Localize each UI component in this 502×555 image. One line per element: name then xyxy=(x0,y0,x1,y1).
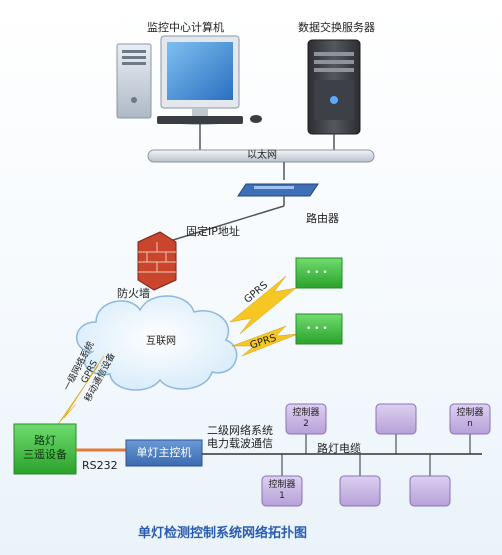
street-device-box xyxy=(13,423,77,475)
controller-1-label: 控制器 1 xyxy=(262,480,302,502)
remote-device-box-2 xyxy=(295,313,343,345)
controller-2-name: 控制器 xyxy=(292,408,320,418)
controller-1-box xyxy=(261,475,303,507)
controller-box-bottom-mid xyxy=(339,475,381,507)
level2-network-label: 二级网络系统 电力载波通信 xyxy=(207,424,273,450)
controller-n-name: 控制器 xyxy=(456,408,484,418)
controller-2-label: 控制器 2 xyxy=(286,408,326,430)
server-icon xyxy=(307,39,361,135)
remote-box-2-dots: • • • xyxy=(306,324,328,334)
firewall-icon xyxy=(137,231,177,291)
ethernet-bus xyxy=(147,124,375,180)
diagram-title: 单灯检测控制系统网络拓扑图 xyxy=(138,526,308,541)
controller-1-num: 1 xyxy=(279,491,285,501)
remote-box-1-dots: • • • xyxy=(306,268,328,278)
internet-cloud-icon xyxy=(75,295,238,391)
router-label: 路由器 xyxy=(306,212,339,225)
controller-2-box xyxy=(285,403,327,435)
controller-n-num: n xyxy=(467,419,473,429)
light-cable-label: 路灯电缆 xyxy=(317,442,361,455)
fixed-ip-label: 固定IP地址 xyxy=(186,225,240,238)
controller-box-bottom-right xyxy=(409,475,451,507)
controller-2-num: 2 xyxy=(303,419,309,429)
street-device-line-1: 路灯 xyxy=(34,434,56,447)
controller-n-box xyxy=(449,403,491,435)
street-device-line-2: 三遥设备 xyxy=(23,448,67,461)
data-server-label: 数据交换服务器 xyxy=(298,21,375,34)
main-controller-label: 单灯主控机 xyxy=(136,446,192,459)
street-device-label: 路灯 三遥设备 xyxy=(14,434,76,462)
main-controller-box xyxy=(125,439,203,467)
controller-1-name: 控制器 xyxy=(268,480,296,490)
level2-line-2: 电力载波通信 xyxy=(207,437,273,450)
internet-label: 互联网 xyxy=(146,336,176,347)
firewall-label: 防火墙 xyxy=(117,287,150,300)
controller-n-label: 控制器 n xyxy=(450,408,490,430)
controller-box-top-mid xyxy=(375,403,417,435)
ethernet-label: 以太网 xyxy=(247,150,277,161)
light-cable xyxy=(202,432,482,476)
level2-line-1: 二级网络系统 xyxy=(207,424,273,437)
monitor-pc-icon xyxy=(116,35,262,125)
rs232-label: RS232 xyxy=(82,459,118,472)
router-icon xyxy=(159,183,319,245)
remote-device-box-1 xyxy=(295,257,343,289)
monitor-pc-label: 监控中心计算机 xyxy=(147,21,224,34)
